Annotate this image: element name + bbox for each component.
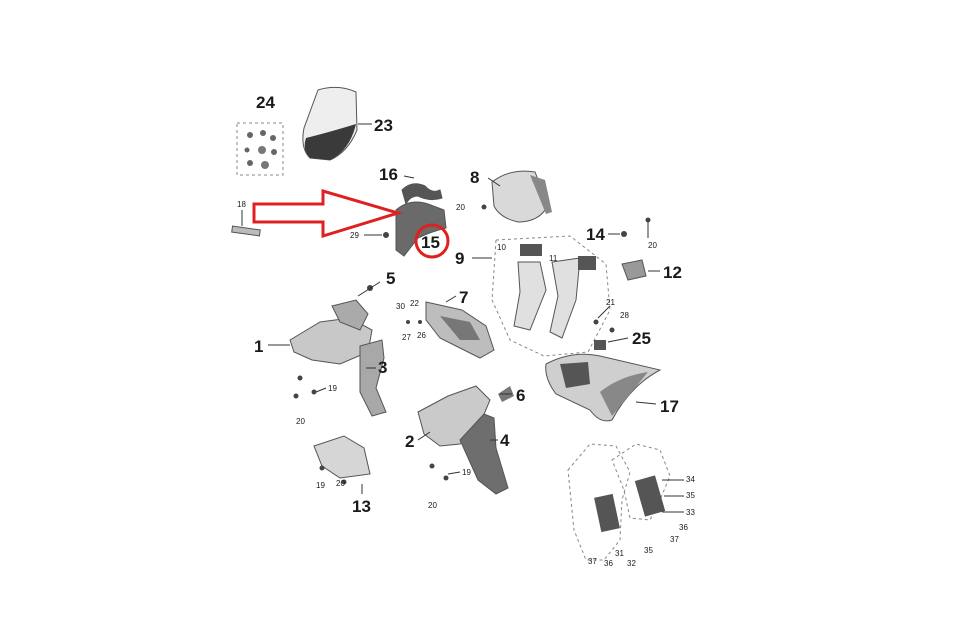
label-19-b: 19 [462,468,471,477]
screw-19-d [319,465,325,471]
label-3: 3 [378,358,387,377]
label-26: 26 [417,331,426,340]
label-20-b: 20 [648,241,657,250]
label-20-a: 20 [456,203,465,212]
lower-cover-13 [313,435,371,479]
label-7: 7 [459,288,468,307]
label-16: 16 [379,165,398,184]
frame-bracket-7 [425,301,495,359]
label-13: 13 [352,497,371,516]
label-35-a: 35 [686,491,695,500]
screw-20-a [481,204,487,210]
screw-14 [621,231,627,237]
screw-29 [383,232,389,238]
label-2: 2 [405,432,414,451]
label-24: 24 [256,93,275,112]
label-31: 31 [615,549,624,558]
label-33: 33 [686,508,695,517]
screw-20-b [645,217,651,223]
label-15: 15 [421,233,440,252]
screw-20-c [293,393,299,399]
label-17: 17 [660,397,679,416]
label-6: 6 [516,386,525,405]
side-panel-4 [459,413,509,495]
label-18: 18 [237,200,246,209]
part-25 [594,340,606,350]
label-11: 11 [549,254,558,263]
screw-20-d-part [443,475,449,481]
label-37-b: 37 [588,557,597,566]
label-20-d: 20 [428,501,437,510]
screw-20-e [341,479,347,485]
label-22: 22 [410,299,419,308]
label-23: 23 [374,116,393,135]
label-21: 21 [606,298,615,307]
screw-19-c [429,463,435,469]
label-20-c: 20 [296,417,305,426]
label-25: 25 [632,329,651,348]
label-29: 29 [350,231,359,240]
label-19-a: 19 [328,384,337,393]
label-32: 32 [627,559,636,568]
footrest-assembly [567,443,671,561]
label-34: 34 [686,475,695,484]
label-14: 14 [586,225,605,244]
label-27: 27 [402,333,411,342]
lower-front-panel-17 [545,353,662,422]
label-36-a: 36 [679,523,688,532]
screw-26 [418,320,422,324]
label-19-c: 19 [316,481,325,490]
label-4: 4 [500,431,510,450]
label-1: 1 [254,337,263,356]
inner-panel-16 [401,183,443,206]
part-18 [231,225,261,237]
screw-19-a [297,375,303,381]
screw-27 [406,320,410,324]
side-panel-3 [359,339,387,417]
screw-28 [609,327,615,333]
label-8: 8 [470,168,479,187]
label-28: 28 [620,311,629,320]
label-36-b: 36 [604,559,613,568]
screw-19-b [311,389,317,395]
bracket-8 [491,170,552,223]
highlight-circle [414,223,450,259]
fastener-kit-24 [236,122,284,176]
label-30: 30 [396,302,405,311]
screw-21 [593,319,599,325]
label-10: 10 [497,243,506,252]
highlight-arrow [252,188,404,239]
label-20-e: 20 [336,479,345,488]
label-12: 12 [663,263,682,282]
part-12 [621,259,647,281]
side-panel-1 [289,299,373,365]
label-9: 9 [455,249,464,268]
inner-cover-assembly-9 [491,235,611,357]
label-37-a: 37 [670,535,679,544]
label-35-b: 35 [644,546,653,555]
label-5: 5 [386,269,395,288]
windscreen-23 [302,86,358,161]
